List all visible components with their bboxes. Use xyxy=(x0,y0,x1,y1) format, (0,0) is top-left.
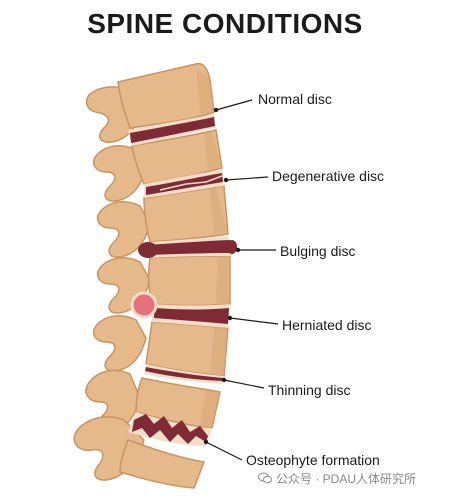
label-bulging-disc: Bulging disc xyxy=(280,243,356,259)
label-osteophyte-formation: Osteophyte formation xyxy=(246,452,380,468)
disc-osteophyte xyxy=(128,412,212,446)
disc-bulging xyxy=(138,236,237,258)
disc-herniated xyxy=(130,291,230,328)
disc-thinning xyxy=(144,364,224,384)
vertebral-bodies xyxy=(117,62,231,489)
disc-normal xyxy=(128,114,216,146)
vertebra-1 xyxy=(117,62,215,129)
watermark: 公众号 · PDAU人体研究所 xyxy=(258,470,416,487)
vertebra-3 xyxy=(143,185,229,243)
disc-degenerative xyxy=(144,170,224,198)
leader-lines xyxy=(203,99,279,461)
vertebra-7 xyxy=(119,439,206,489)
label-thinning-disc: Thinning disc xyxy=(268,382,351,398)
label-herniated-disc: Herniated disc xyxy=(282,317,372,333)
bone-shading xyxy=(196,68,230,428)
vertebra-4 xyxy=(147,255,231,307)
label-degenerative-disc: Degenerative disc xyxy=(272,168,385,184)
page-title: SPINE CONDITIONS xyxy=(87,8,363,39)
label-normal-disc: Normal disc xyxy=(258,91,332,107)
wechat-icon xyxy=(258,472,272,487)
vertebra-5 xyxy=(145,321,229,377)
watermark-text: 公众号 · PDAU人体研究所 xyxy=(276,472,417,486)
